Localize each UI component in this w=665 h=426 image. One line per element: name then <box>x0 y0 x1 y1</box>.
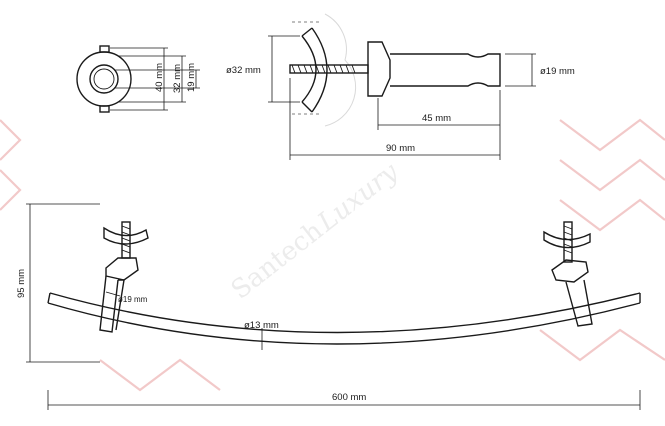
dim-bracket-length: 90 mm <box>386 143 415 154</box>
dim-flange-inner: 19 mm <box>186 63 197 92</box>
dim-tube-diameter: ø13 mm <box>244 320 279 331</box>
dim-bar-length: 600 mm <box>332 392 366 403</box>
watermark-logo: Santech Luxury <box>226 157 404 306</box>
watermark-text: Santech <box>226 216 329 306</box>
dim-post-diameter: ø19 mm <box>540 66 575 77</box>
flange-end-view: 40 mm 32 mm 19 mm <box>76 45 200 113</box>
dim-post-diameter-small: ø19 mm <box>118 295 148 304</box>
dim-bar-height: 95 mm <box>16 269 27 298</box>
dim-post-length: 45 mm <box>422 113 451 124</box>
dim-flange-outer: 40 mm <box>154 63 165 92</box>
dim-flange-mid: 32 mm <box>172 64 183 93</box>
dim-cup-diameter: ø32 mm <box>226 65 261 76</box>
watermark-pattern <box>0 118 665 392</box>
towel-bar-front-view: ø19 mm ø13 mm 95 mm 600 mm <box>16 203 641 410</box>
watermark-script: Luxury <box>312 157 404 238</box>
bracket-side-view: ø32 mm ø19 mm 45 mm 90 mm <box>226 13 575 160</box>
